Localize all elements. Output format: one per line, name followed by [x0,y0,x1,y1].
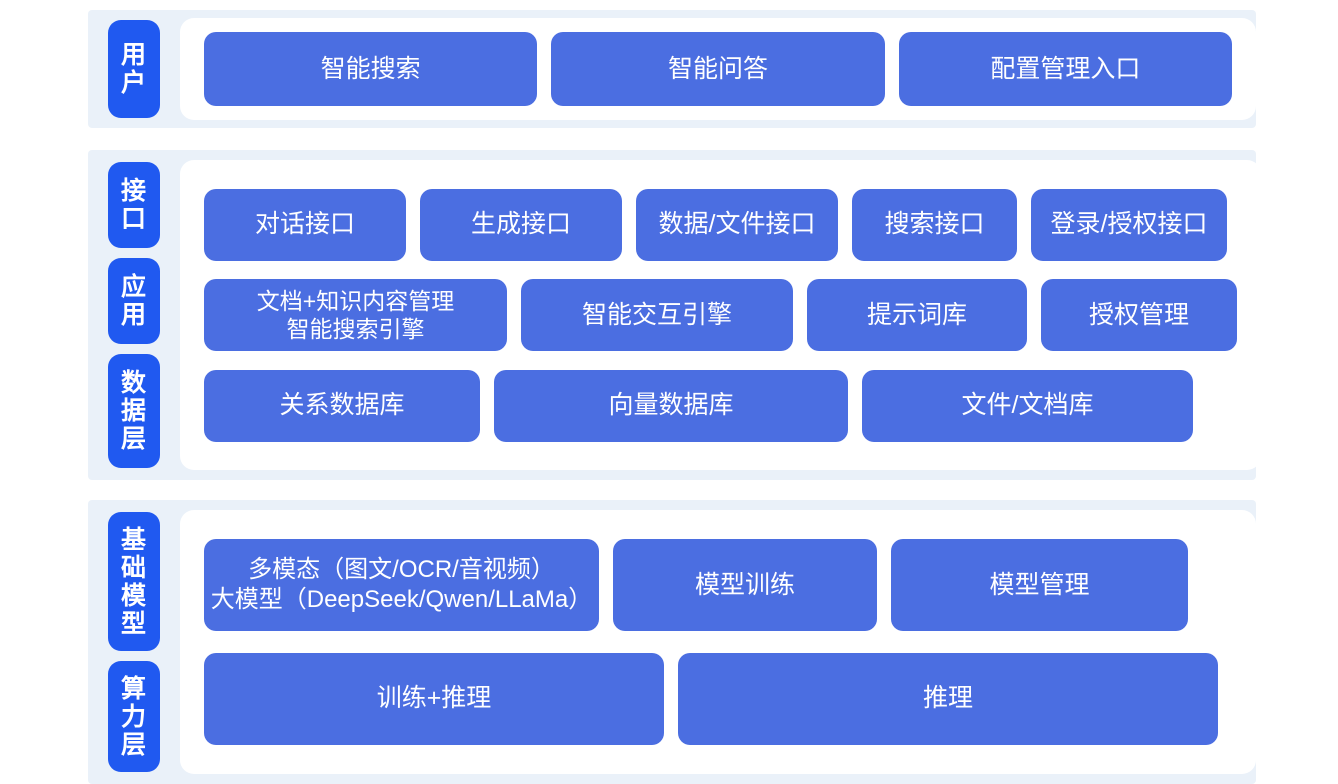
chip-char: 接 [120,177,147,205]
card-authorization-management[interactable]: 授权管理 [1041,279,1237,351]
compute-row: 训练+推理 推理 [180,652,1256,745]
chip-char: 用 [120,301,147,329]
band-user: 用 户 智能搜索 智能问答 配置管理入口 [88,10,1256,128]
card-generation-interface[interactable]: 生成接口 [420,188,622,261]
card-relational-database[interactable]: 关系数据库 [204,369,480,442]
card-vector-database[interactable]: 向量数据库 [494,369,848,442]
chip-char: 层 [120,730,147,759]
chip-char: 层 [120,425,147,453]
user-row: 智能搜索 智能问答 配置管理入口 [180,32,1256,106]
card-model-training[interactable]: 模型训练 [613,539,877,632]
data-row: 关系数据库 向量数据库 文件/文档库 [180,369,1261,442]
layer-chip-user[interactable]: 用 户 [108,20,160,118]
chip-char: 用 [120,41,147,69]
card-training-plus-inference[interactable]: 训练+推理 [204,652,664,745]
application-row: 文档+知识内容管理 智能搜索引擎 智能交互引擎 提示词库 授权管理 [180,279,1261,351]
card-multimodal-large-model[interactable]: 多模态（图文/OCR/音视频） 大模型（DeepSeek/Qwen/LLaMa） [204,539,599,632]
chip-char: 户 [120,69,147,97]
card-inference[interactable]: 推理 [678,652,1218,745]
band-middle-chip-column: 接 口 应 用 数 据 层 [88,150,180,480]
layer-chip-data[interactable]: 数 据 层 [108,354,160,468]
chip-char: 模 [120,581,147,610]
chip-char: 础 [120,553,147,582]
chip-char: 基 [120,525,147,554]
card-login-auth-interface[interactable]: 登录/授权接口 [1031,188,1227,261]
card-intelligent-search[interactable]: 智能搜索 [204,32,538,106]
card-model-management[interactable]: 模型管理 [891,539,1188,632]
chip-char: 据 [120,397,147,425]
band-base-chip-column: 基 础 模 型 算 力 层 [88,500,180,784]
band-middle-panel: 对话接口 生成接口 数据/文件接口 搜索接口 登录/授权接口 文档+知识内容管理… [180,160,1261,470]
layer-chip-base-model[interactable]: 基 础 模 型 [108,512,160,651]
band-base-panel: 多模态（图文/OCR/音视频） 大模型（DeepSeek/Qwen/LLaMa）… [180,510,1256,774]
band-base: 基 础 模 型 算 力 层 多模态（图文/OCR/音视频） 大模型（DeepSe… [88,500,1256,784]
card-intelligent-qa[interactable]: 智能问答 [551,32,885,106]
card-document-knowledge-management[interactable]: 文档+知识内容管理 智能搜索引擎 [204,279,507,351]
chip-char: 应 [120,273,147,301]
chip-char: 力 [120,702,147,731]
card-dialog-interface[interactable]: 对话接口 [204,188,406,261]
chip-char: 口 [120,205,147,233]
layer-chip-application[interactable]: 应 用 [108,258,160,344]
chip-char: 数 [120,369,147,397]
card-prompt-library[interactable]: 提示词库 [807,279,1027,351]
layer-chip-interface[interactable]: 接 口 [108,162,160,248]
band-user-panel: 智能搜索 智能问答 配置管理入口 [180,18,1256,120]
band-user-chip-column: 用 户 [88,10,180,128]
band-middle: 接 口 应 用 数 据 层 对话接口 生成接口 数据/文件接口 搜索接口 登录/… [88,150,1261,480]
chip-char: 型 [120,609,147,638]
card-file-document-store[interactable]: 文件/文档库 [862,369,1193,442]
card-data-file-interface[interactable]: 数据/文件接口 [636,188,838,261]
card-intelligent-interaction-engine[interactable]: 智能交互引擎 [521,279,793,351]
model-row: 多模态（图文/OCR/音视频） 大模型（DeepSeek/Qwen/LLaMa）… [180,539,1256,632]
card-search-interface[interactable]: 搜索接口 [852,188,1017,261]
chip-char: 算 [120,674,147,703]
interface-row: 对话接口 生成接口 数据/文件接口 搜索接口 登录/授权接口 [180,188,1261,261]
layer-chip-compute[interactable]: 算 力 层 [108,661,160,772]
card-config-management-entry[interactable]: 配置管理入口 [898,32,1232,106]
